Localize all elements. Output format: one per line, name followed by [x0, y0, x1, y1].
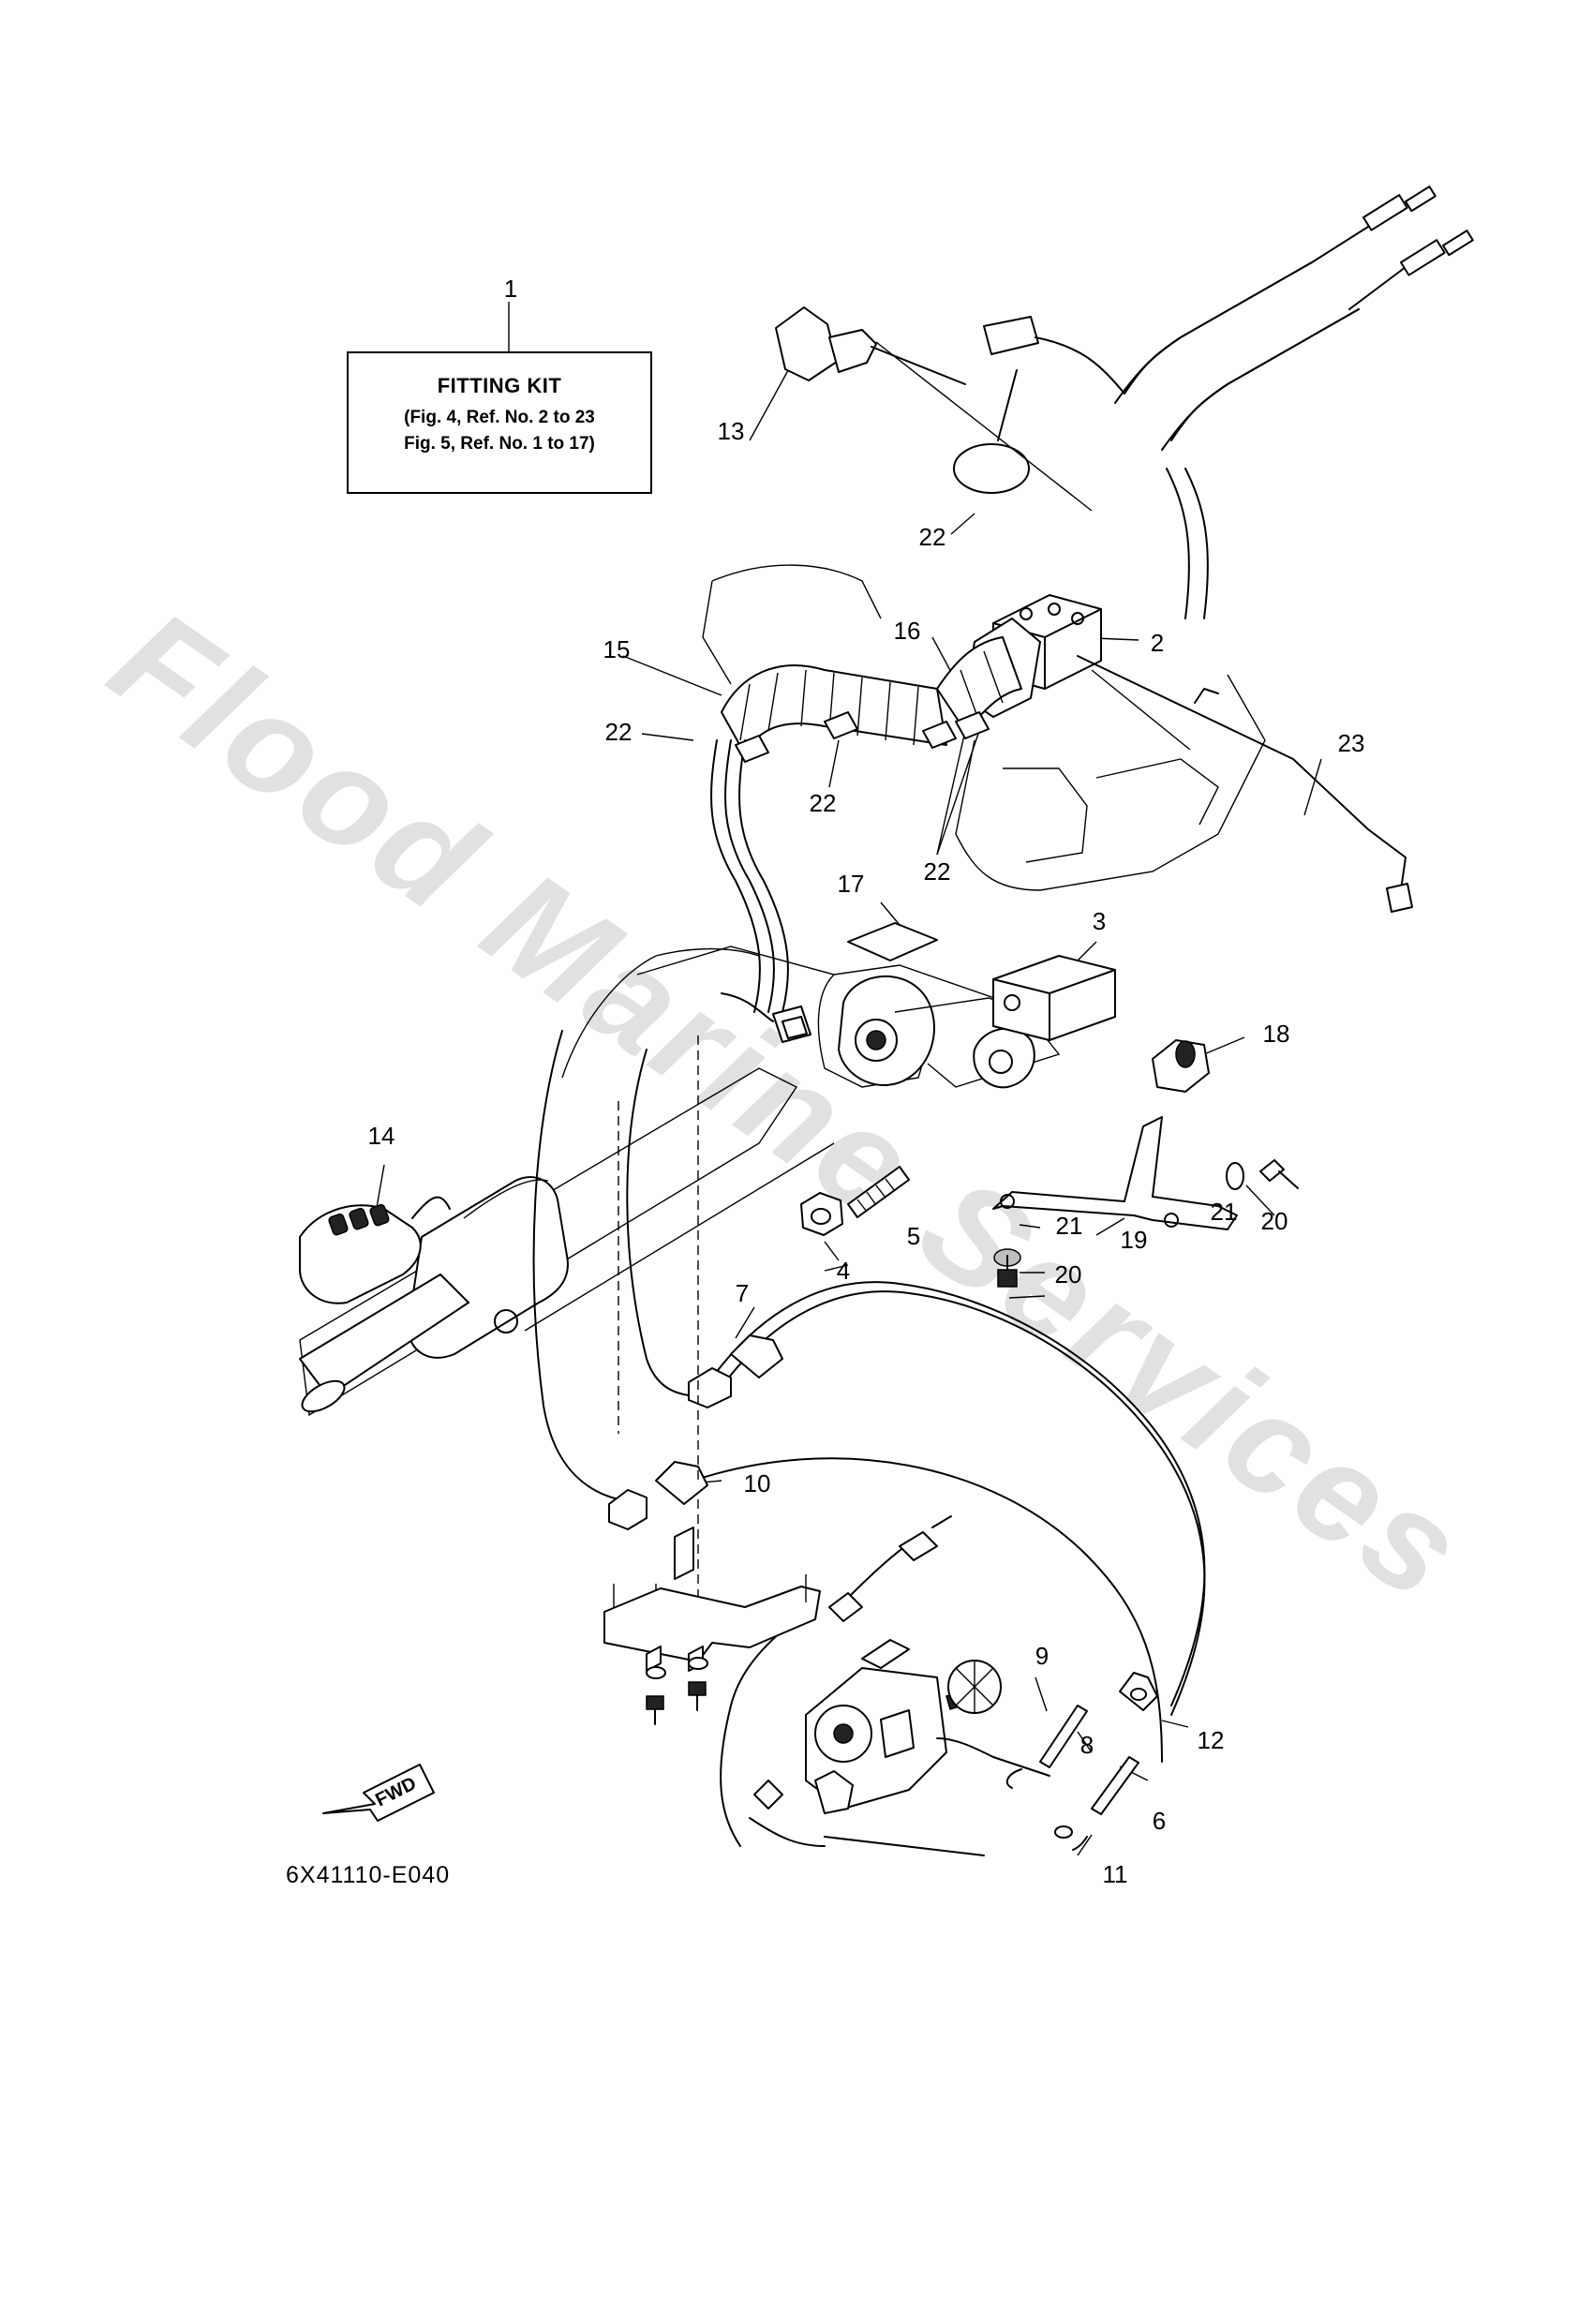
callout-8: 8 [1079, 1731, 1094, 1759]
callout-2: 2 [1150, 629, 1165, 657]
callout-10: 10 [743, 1469, 771, 1497]
callout-5: 5 [906, 1222, 921, 1250]
part-4-nut [800, 1192, 843, 1236]
part-22-cable-tie-top [953, 443, 1030, 494]
part-7-clamp [688, 1334, 783, 1408]
callout-19: 19 [1120, 1226, 1148, 1254]
callout-23: 23 [1337, 729, 1365, 757]
callout-9: 9 [1035, 1642, 1050, 1670]
part-13-connector [775, 306, 966, 385]
part-5-stud [847, 1166, 910, 1218]
lower-mounting-plate [603, 1527, 821, 1679]
lower-cables [532, 1030, 1206, 1847]
throttle-mechanism [749, 1515, 1158, 1856]
fitting-kit-box: FITTING KIT (Fig. 4, Ref. No. 2 to 23 Fi… [347, 351, 652, 494]
steering-bracket [838, 975, 935, 1087]
control-bracket-body [636, 946, 1061, 1089]
fitting-kit-title: FITTING KIT [437, 374, 562, 397]
callout-7: 7 [735, 1279, 750, 1307]
callout-22-top: 22 [918, 523, 946, 551]
part-14-grip [299, 1196, 451, 1304]
callout-3: 3 [1092, 907, 1107, 935]
part-22-cable-clips [735, 711, 990, 763]
callout-14: 14 [367, 1122, 395, 1150]
callout-22-middle: 22 [809, 789, 837, 817]
part-3-block [992, 955, 1116, 1041]
callout-4: 4 [836, 1257, 851, 1285]
leader-lines [374, 302, 1322, 1856]
callout-17: 17 [837, 870, 865, 898]
callout-21-upper: 21 [1210, 1198, 1238, 1226]
assembly-dash-lines [618, 1035, 699, 1668]
part-18-clamp [1152, 1039, 1210, 1093]
part-19-bracket-plate [992, 1116, 1238, 1230]
fitting-kit-ref-line-1: (Fig. 4, Ref. No. 2 to 23 [404, 408, 595, 427]
part-15-corrugated-tube [710, 636, 1022, 1013]
callout-13: 13 [717, 417, 745, 445]
callout-1: 1 [503, 275, 518, 303]
tiller-handle [299, 947, 835, 1417]
callout-21-lower: 21 [1055, 1212, 1083, 1240]
part-17-pad [847, 922, 938, 961]
fitting-kit-ref-line-2: Fig. 5, Ref. No. 1 to 17) [404, 434, 595, 454]
harness-connector-top [983, 316, 1039, 355]
callout-22-right: 22 [923, 857, 951, 886]
harness-group [775, 186, 1474, 619]
callout-12: 12 [1197, 1726, 1225, 1754]
drawing-code: 6X41110-E040 [286, 1862, 451, 1888]
engine-outline [702, 564, 1413, 913]
part-10-clamp [608, 1461, 708, 1530]
fwd-arrow-icon: FWD [322, 1764, 435, 1822]
part-20-bolts [997, 1159, 1299, 1288]
lower-screws [646, 1681, 707, 1725]
callout-16: 16 [893, 617, 921, 645]
callout-6: 6 [1152, 1807, 1167, 1835]
callout-11: 11 [1102, 1860, 1128, 1888]
callout-22-left: 22 [604, 718, 633, 746]
callout-20-upper: 20 [1260, 1207, 1288, 1235]
callout-15: 15 [603, 635, 631, 663]
callout-20-lower: 20 [1054, 1260, 1082, 1289]
part-23-cable [1077, 655, 1407, 891]
callout-18: 18 [1262, 1020, 1290, 1048]
